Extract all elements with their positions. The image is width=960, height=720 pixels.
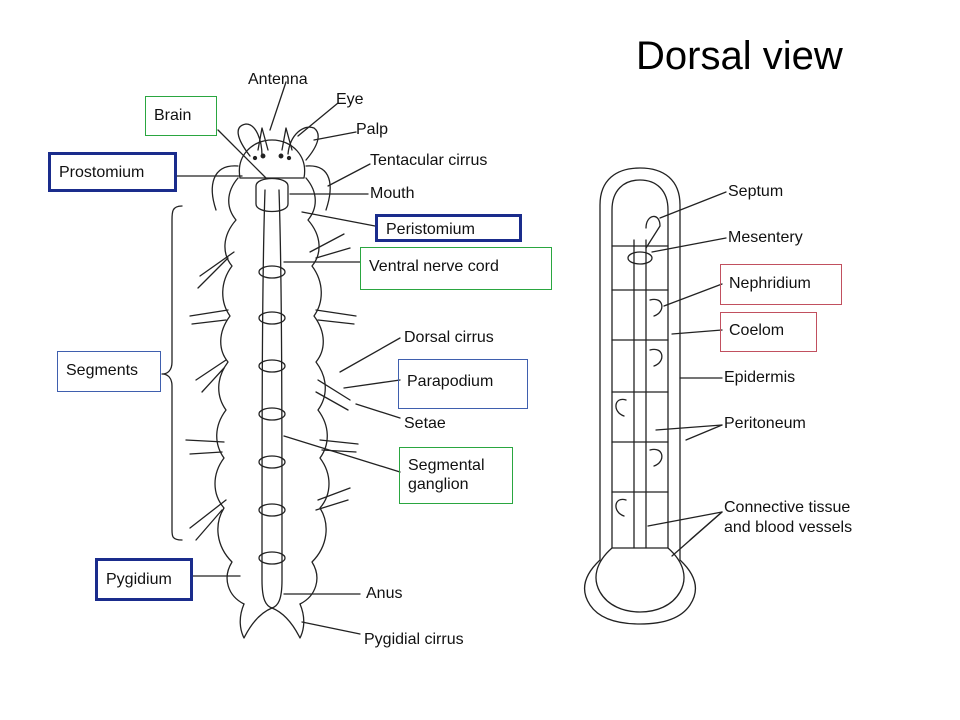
label-brain: Brain xyxy=(145,96,217,136)
label-eye: Eye xyxy=(336,91,364,108)
worm-longitudinal-section xyxy=(583,167,727,625)
label-pygidial-cirrus: Pygidial cirrus xyxy=(364,631,464,648)
label-coelom: Coelom xyxy=(720,312,817,352)
label-anus: Anus xyxy=(366,585,403,602)
label-peristomium: Peristomium xyxy=(375,214,522,242)
label-parapodium: Parapodium xyxy=(398,359,528,409)
label-segmental-ganglion: Segmental ganglion xyxy=(399,447,513,504)
label-segments: Segments xyxy=(57,351,161,392)
label-nephridium: Nephridium xyxy=(720,264,842,305)
label-ventral-nerve-cord: Ventral nerve cord xyxy=(360,247,552,290)
label-prostomium: Prostomium xyxy=(48,152,177,192)
label-palp: Palp xyxy=(356,121,389,138)
page-title: Dorsal view xyxy=(636,34,843,78)
label-septum: Septum xyxy=(728,183,784,200)
label-blood-vessels: and blood vessels xyxy=(724,519,853,536)
label-pygidium: Pygidium xyxy=(95,558,193,601)
label-peritoneum: Peritoneum xyxy=(724,415,806,432)
worm-dorsal-view xyxy=(161,81,401,639)
label-mesentery: Mesentery xyxy=(728,229,803,246)
label-connective-tissue: Connective tissue xyxy=(724,499,851,516)
label-epidermis: Epidermis xyxy=(724,369,796,386)
label-mouth: Mouth xyxy=(370,185,415,202)
label-setae: Setae xyxy=(404,415,446,432)
label-dorsal-cirrus: Dorsal cirrus xyxy=(404,329,494,346)
label-antenna: Antenna xyxy=(248,71,308,88)
label-tentacular-cirrus: Tentacular cirrus xyxy=(370,152,488,169)
